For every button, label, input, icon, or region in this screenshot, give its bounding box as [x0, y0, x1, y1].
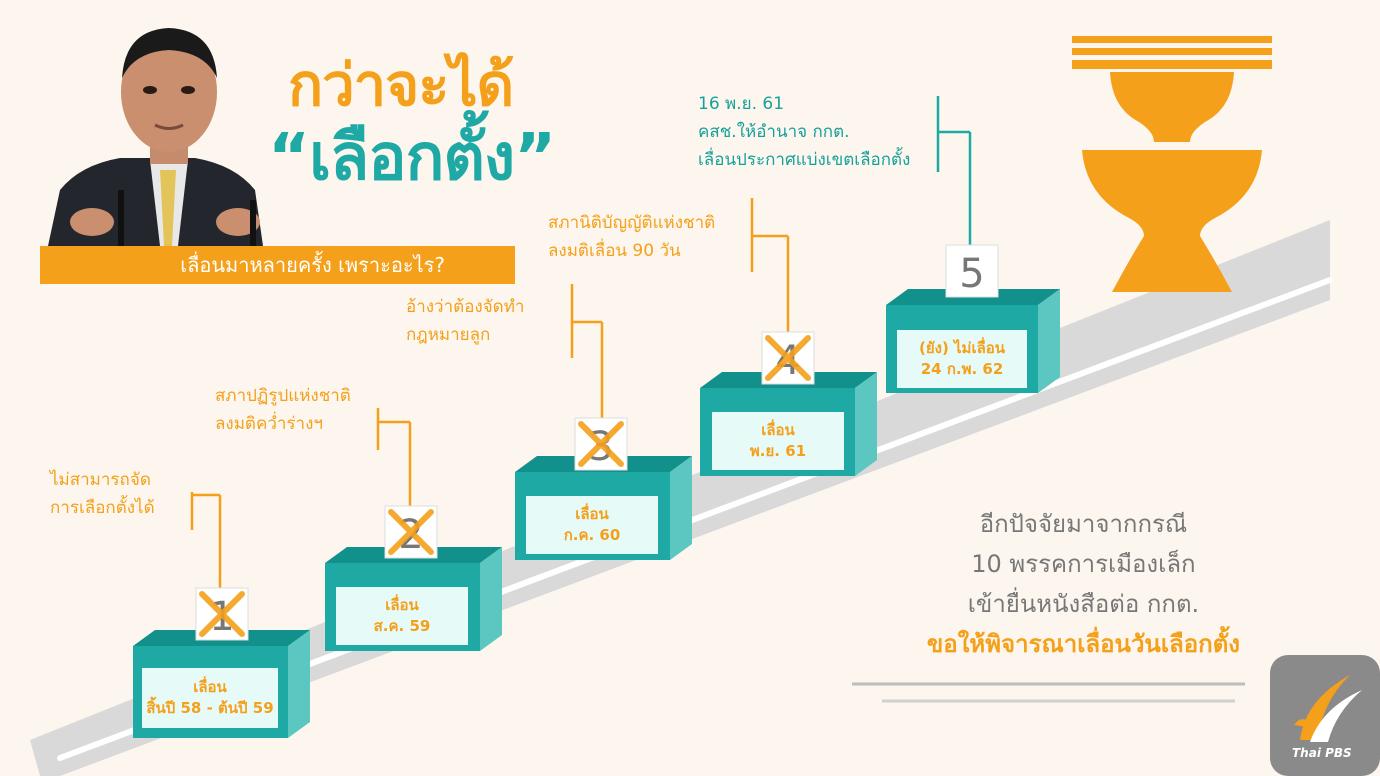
- cross-mark-icon: [199, 591, 245, 637]
- box-label-step-5: (ยัง) ไม่เลื่อน 24 ก.พ. 62: [897, 330, 1027, 388]
- box-side: [480, 547, 502, 651]
- note-step-5: 16 พ.ย. 61 คสช.ให้อำนาจ กกต. เลื่อนประกา…: [698, 94, 911, 170]
- thai-pbs-logo: [1270, 655, 1380, 776]
- trophy-icon: [1072, 36, 1272, 292]
- title-line-2: “เลือกตั้ง”: [268, 121, 556, 195]
- box-label-step-1: เลื่อน สิ้นปี 58 - ต้นปี 59: [142, 668, 278, 728]
- box-side: [1038, 289, 1060, 393]
- note-step-4: สภานิติบัญญัติแห่งชาติ ลงมติเลื่อน 90 วั…: [548, 213, 716, 261]
- side-note: อีกปัจจัยมาจากกรณี 10 พรรคการเมืองเล็ก เ…: [926, 510, 1240, 658]
- title-line-1: กว่าจะได้: [288, 51, 514, 119]
- box-side: [855, 372, 877, 476]
- thai-pbs-logo-text: Thai PBS: [1292, 746, 1352, 760]
- cross-mark-icon: [388, 509, 434, 555]
- ballot-card: [945, 244, 999, 298]
- step-number: 5: [959, 251, 984, 297]
- note-step-3: อ้างว่าต้องจัดทำ กฎหมายลูก: [406, 297, 525, 345]
- note-step-2: สภาปฏิรูปแห่งชาติ ลงมติคว่ำร่างฯ: [215, 386, 351, 434]
- box-label-step-3: เลื่อน ก.ค. 60: [526, 496, 658, 554]
- box-side: [670, 456, 692, 560]
- portrait: [48, 20, 263, 246]
- box-label-step-4: เลื่อน พ.ย. 61: [712, 412, 844, 470]
- box-side: [288, 630, 310, 738]
- note-step-1: ไม่สามารถจัด การเลือกตั้งได้: [50, 470, 155, 518]
- question-banner: เลื่อนมาหลายครั้ง เพราะอะไร?: [40, 246, 515, 284]
- ballot-boxes: 12345: [133, 244, 1060, 738]
- box-label-step-2: เลื่อน ส.ค. 59: [336, 587, 468, 645]
- cross-mark-icon: [765, 335, 811, 381]
- cross-mark-icon: [578, 421, 624, 467]
